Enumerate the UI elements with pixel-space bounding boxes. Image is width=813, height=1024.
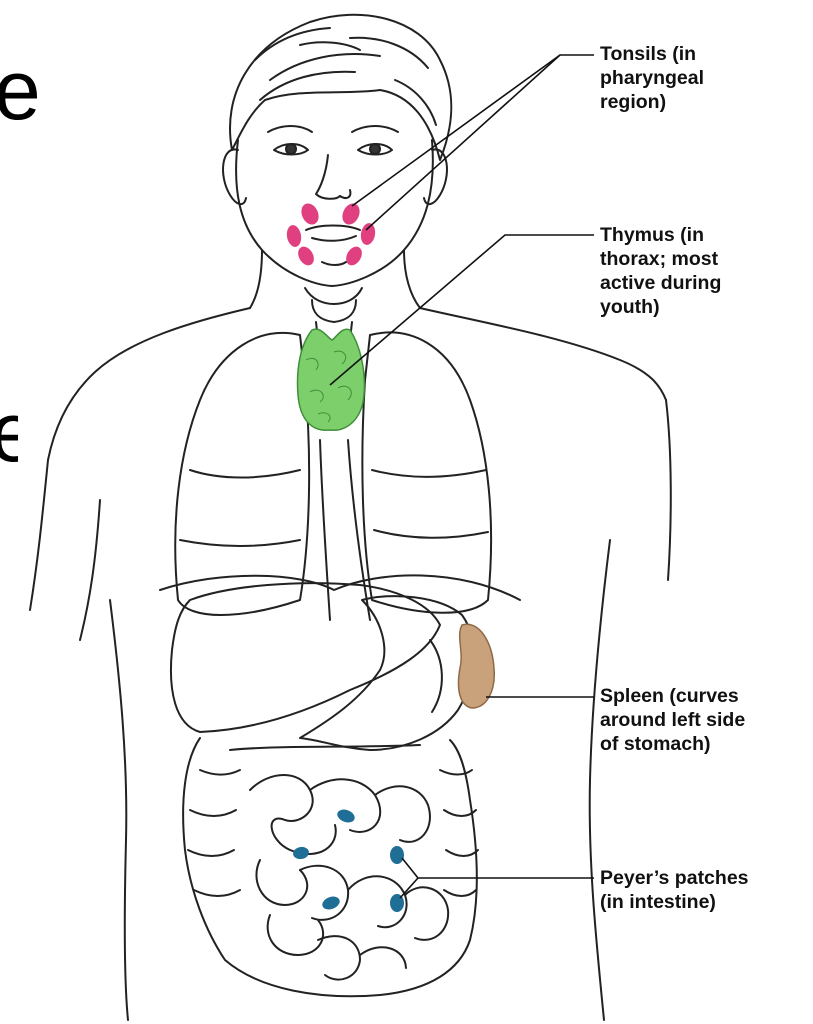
left-ear bbox=[223, 149, 246, 204]
peyers-patch bbox=[320, 894, 341, 911]
small-intestine bbox=[250, 775, 336, 854]
peyers-patch bbox=[390, 846, 404, 864]
peyers-patch bbox=[335, 807, 356, 824]
tonsils-label: Tonsils (in pharyngeal region) bbox=[600, 42, 704, 114]
neck-right bbox=[404, 250, 420, 308]
larynx bbox=[305, 288, 362, 304]
right-torso bbox=[590, 540, 610, 1020]
peyers-leader bbox=[402, 858, 594, 878]
left-arm bbox=[30, 460, 48, 610]
left-torso bbox=[110, 600, 128, 1020]
peyers-patch bbox=[292, 846, 310, 861]
peyers-patches-label: Peyer’s patches (in intestine) bbox=[600, 866, 749, 914]
tonsil-spot bbox=[343, 244, 365, 268]
thymus-leader bbox=[330, 235, 594, 385]
tonsils-leader bbox=[352, 55, 594, 206]
left-lung bbox=[175, 333, 309, 615]
tonsils-spots bbox=[285, 201, 377, 269]
esophagus bbox=[320, 440, 330, 620]
right-ear bbox=[424, 149, 447, 204]
hair bbox=[230, 15, 451, 160]
thymus bbox=[298, 329, 365, 430]
spleen-label: Spleen (curves around left side of stoma… bbox=[600, 684, 745, 756]
thymus-label: Thymus (in thorax; most active during yo… bbox=[600, 223, 721, 319]
liver bbox=[171, 583, 440, 732]
tonsil-spot bbox=[295, 244, 317, 268]
tonsil-spot bbox=[359, 222, 377, 246]
left-shoulder bbox=[48, 308, 250, 460]
tonsil-spot bbox=[298, 201, 322, 228]
diaphragm bbox=[160, 575, 520, 600]
tonsil-spot bbox=[339, 201, 363, 228]
leader-lines bbox=[330, 55, 594, 898]
neck-left bbox=[250, 250, 262, 308]
spleen bbox=[459, 624, 495, 708]
tonsil-spot bbox=[285, 224, 303, 248]
right-shoulder bbox=[420, 308, 666, 400]
tonsils-leader-2 bbox=[366, 55, 560, 230]
